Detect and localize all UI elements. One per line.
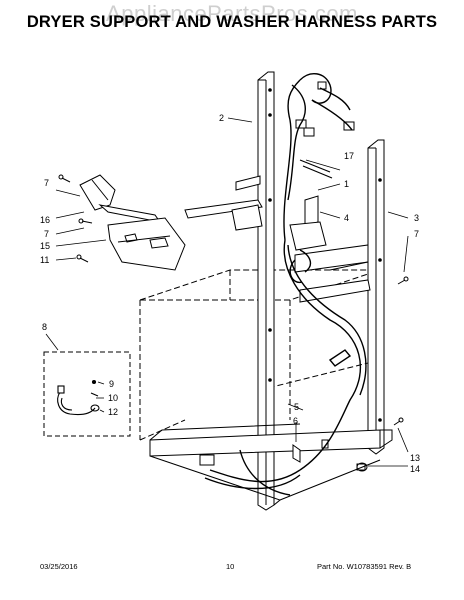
upper-cross-brace	[184, 175, 371, 303]
page-title: DRYER SUPPORT AND WASHER HARNESS PARTS	[26, 13, 438, 31]
callout-8: 8	[42, 322, 47, 332]
screws-left	[58, 174, 93, 263]
grommet-6	[292, 444, 301, 463]
harness-connectors	[199, 81, 366, 471]
callout-7-mid: 7	[44, 229, 49, 239]
callout-7-right: 7	[414, 229, 419, 239]
callout-4: 4	[344, 213, 349, 223]
right-support-rail	[367, 139, 385, 455]
callout-10: 10	[108, 393, 118, 403]
callout-15: 15	[40, 241, 50, 251]
callout-16: 16	[40, 215, 50, 225]
watermark-text: AppliancePartsPros.com	[106, 1, 358, 26]
wire-harness	[204, 73, 367, 496]
footer-part-number: Part No. W10783591 Rev. B	[317, 562, 412, 571]
callout-3: 3	[414, 213, 419, 223]
callout-6: 6	[293, 416, 298, 426]
wire-piece-17	[299, 159, 333, 179]
callout-17: 17	[344, 151, 354, 161]
callout-12: 12	[108, 407, 118, 417]
harness-clip-bracket	[289, 195, 327, 251]
callout-14: 14	[410, 464, 420, 474]
callout-5: 5	[294, 402, 299, 412]
left-support-rail	[257, 71, 275, 511]
control-bracket	[79, 174, 186, 271]
screws-right	[356, 276, 409, 472]
footer-date: 03/25/2016	[40, 562, 78, 571]
callout-1: 1	[344, 179, 349, 189]
callout-labels: 2 17 1 4 3 7 7 16 7 15 11 8 9 10 12 5 6 …	[40, 113, 420, 474]
callout-9: 9	[109, 379, 114, 389]
inset-harness	[57, 379, 100, 416]
leader-lines	[45, 117, 409, 467]
callout-11: 11	[40, 255, 49, 265]
callout-2: 2	[219, 113, 224, 123]
footer-page-number: 10	[226, 562, 235, 571]
callout-13: 13	[410, 453, 420, 463]
inset-box	[43, 351, 131, 437]
callout-7-top: 7	[44, 178, 49, 188]
